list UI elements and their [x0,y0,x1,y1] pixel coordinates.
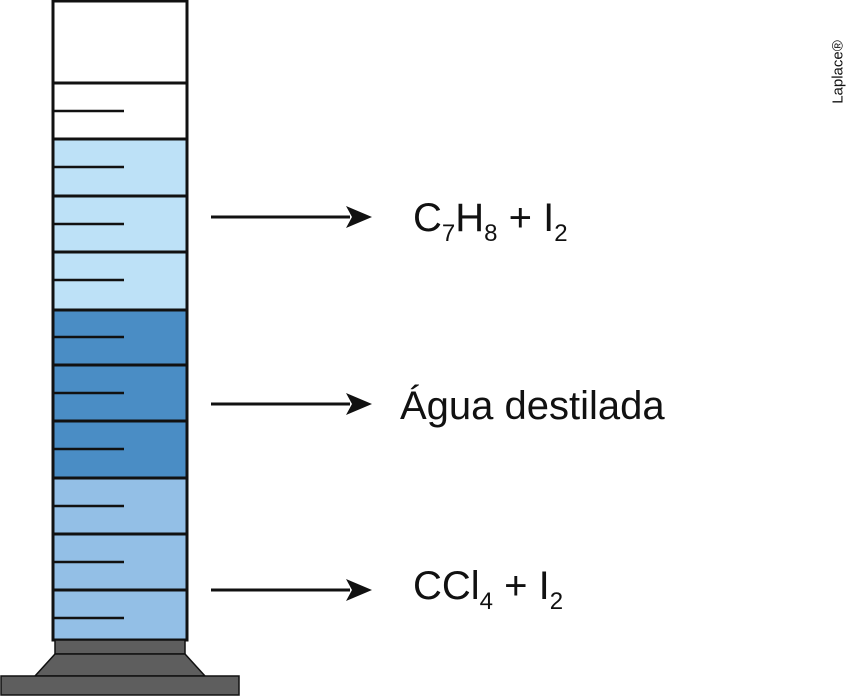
label-top-part-h: H [455,196,485,240]
label-top-sub-8: 8 [484,220,498,247]
arrow-bottom [211,579,372,601]
cylinder-foot [33,653,207,677]
label-top-sub-7: 7 [441,220,456,247]
toluene-iodine-label: C7H8 + I2 [413,196,568,246]
label-top-part-c: C [413,196,442,240]
bottom-layer-liquid [54,478,186,640]
distilled-water-label: Água destilada [400,386,665,426]
label-bottom-sub-4: 4 [479,588,494,615]
cylinder-neck [54,639,186,655]
label-top-part-iodine: + I [497,196,555,240]
arrow-top [211,206,372,228]
label-bottom-part-ccl: CCl [413,564,480,608]
label-bottom-part-iodine: + I [493,564,550,608]
label-middle-text: Água destilada [400,384,665,428]
label-bottom-sub-2: 2 [549,588,564,615]
cylinder-base-plate [0,675,240,696]
arrow-middle [211,393,372,415]
division-lines [53,81,187,592]
brand-watermark: Laplace® [829,40,847,104]
graduation-marks [54,109,124,620]
label-top-sub-2: 2 [554,220,568,247]
carbon-tetrachloride-iodine-label: CCl4 + I2 [413,564,563,614]
